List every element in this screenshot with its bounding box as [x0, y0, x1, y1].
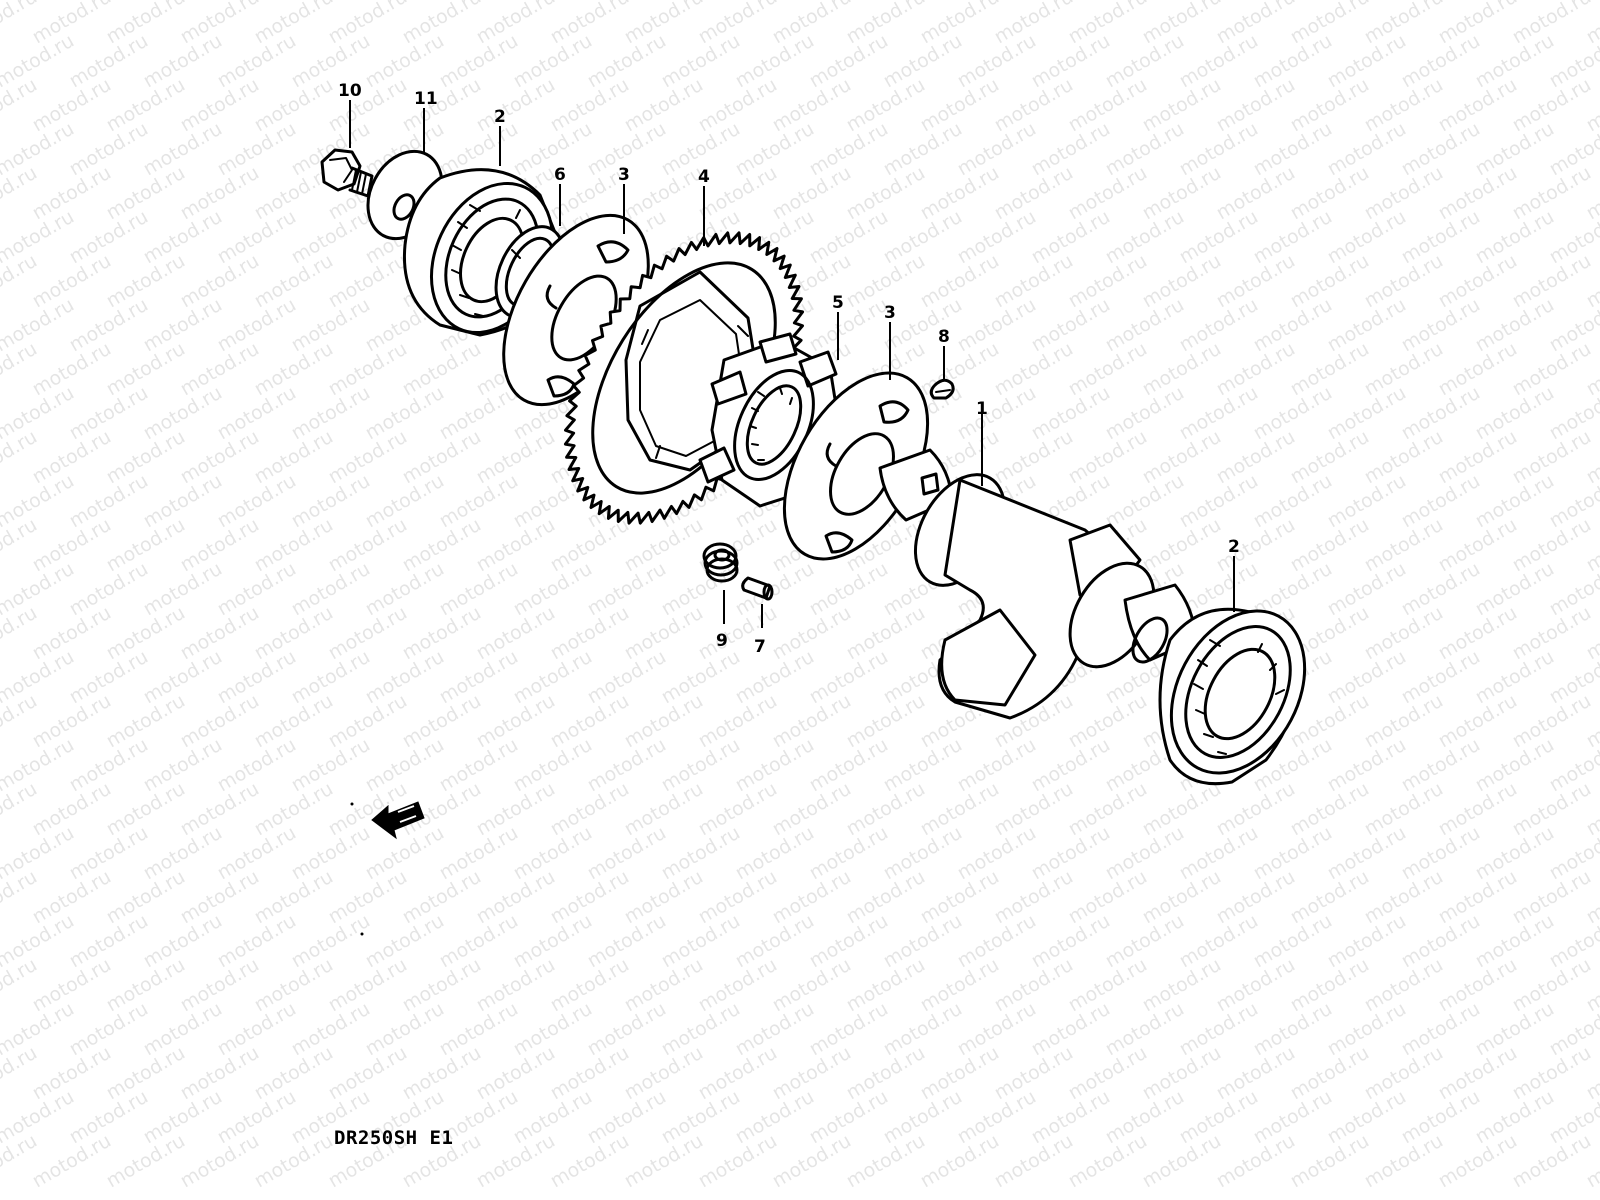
label-part-10: 10 — [338, 81, 362, 101]
label-part-4: 4 — [698, 167, 710, 187]
label-part-3: 3 — [884, 303, 896, 323]
leader-lines — [349, 100, 1235, 628]
part-labels: 10 11 2 6 3 4 5 3 8 1 2 9 7 — [338, 81, 1240, 657]
bolt-icon — [320, 148, 374, 198]
key-icon — [929, 378, 955, 400]
label-part-5: 5 — [832, 293, 844, 313]
label-part-11: 11 — [414, 89, 438, 109]
label-part-1: 1 — [976, 399, 988, 419]
pin-icon — [741, 576, 774, 601]
label-part-8: 8 — [938, 327, 950, 347]
label-part-2: 2 — [494, 107, 506, 127]
bearing-icon — [1158, 607, 1307, 786]
balancer-shaft-icon — [878, 448, 1197, 720]
spring-icon — [702, 542, 739, 583]
model-code: DR250SH E1 — [334, 1127, 453, 1149]
label-part-7: 7 — [754, 637, 766, 657]
label-part-9: 9 — [716, 631, 728, 651]
label-part-2: 2 — [1228, 537, 1240, 557]
label-part-6: 6 — [554, 165, 566, 185]
label-part-3: 3 — [618, 165, 630, 185]
arrow-left-icon — [350, 801, 425, 936]
